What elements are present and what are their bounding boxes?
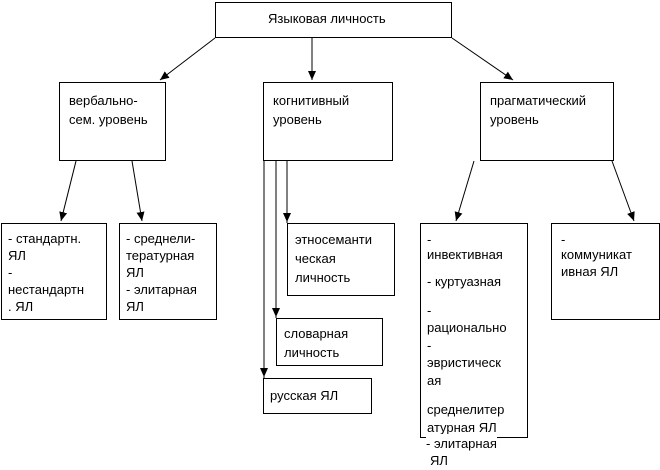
literary-types-line-1: - среднели- <box>126 231 196 246</box>
communicative-node: - коммуникат ивная ЯЛ <box>551 223 660 320</box>
lexicon-line-1: словарная <box>284 326 349 341</box>
cognitive-level-line-2: уровень <box>273 112 322 127</box>
standard-types-line-3: - <box>8 265 13 280</box>
root-label: Языковая личность <box>268 11 386 26</box>
pragmatic-types-line-12: ЯЛ <box>430 453 448 468</box>
ethnosemantic-line-1: этносеманти <box>295 232 373 247</box>
root-node: Языковая личность <box>215 2 452 38</box>
russian-line-1: русская ЯЛ <box>270 388 339 403</box>
edge-root-pragmatic <box>451 37 514 81</box>
literary-types-line-5: ЯЛ <box>126 299 144 314</box>
edge-pragmatic-types <box>454 160 475 222</box>
ethnosemantic-personality-node: этносеманти ческая личность <box>287 223 395 296</box>
russian-personality-node: русская ЯЛ <box>263 378 372 414</box>
verbal-level-line-2: сем. уровень <box>69 112 148 127</box>
lexicon-line-2: личность <box>284 345 340 360</box>
ethnosemantic-line-3: личность <box>295 270 351 285</box>
literary-types-line-4: - элитарная <box>126 282 197 297</box>
literary-types-line-2: тературная <box>126 248 195 263</box>
standard-types-line-5: . ЯЛ <box>8 299 34 314</box>
standard-types-line-2: ЯЛ <box>8 248 26 263</box>
pragmatic-level-node: прагматический уровень <box>480 82 614 161</box>
pragmatic-level-line-1: прагматический <box>490 93 587 108</box>
verbal-level-line-1: вербально- <box>69 93 138 108</box>
ethnosemantic-line-2: ческая <box>295 251 336 266</box>
pragmatic-types-line-8: ая <box>427 373 442 388</box>
pragmatic-types-node: - инвективная - куртуазная - рационально… <box>420 223 528 438</box>
pragmatic-types-line-2: инвективная <box>427 247 503 262</box>
literary-types-node: - среднели- тературная ЯЛ - элитарная ЯЛ <box>119 223 217 320</box>
pragmatic-types-line-11: - элитарная <box>426 434 497 453</box>
pragmatic-types-line-9: среднелитер <box>427 402 505 417</box>
pragmatic-types-line-7: эвристическ <box>427 355 501 370</box>
cognitive-level-node: когнитивный уровень <box>263 82 393 161</box>
edge-verbal-standard <box>59 160 77 222</box>
lexicon-personality-node: словарная личность <box>276 318 383 366</box>
literary-types-line-3: ЯЛ <box>126 265 144 280</box>
edge-pragmatic-communicative <box>611 160 635 222</box>
pragmatic-level-line-2: уровень <box>490 112 539 127</box>
pragmatic-types-line-1: - <box>427 232 432 247</box>
communicative-line-2: коммуникат <box>561 247 632 262</box>
pragmatic-types-line-4: - <box>427 303 432 318</box>
verbal-level-node: вербально- сем. уровень <box>59 82 166 161</box>
pragmatic-types-line-3: - куртуазная <box>427 274 502 289</box>
pragmatic-types-line-5: рационально <box>427 320 507 335</box>
edge-verbal-literary <box>131 160 145 222</box>
cognitive-level-line-1: когнитивный <box>273 93 350 108</box>
communicative-line-1: - <box>561 232 566 247</box>
standard-types-node: - стандартн. ЯЛ - нестандартн . ЯЛ <box>1 223 107 320</box>
communicative-line-3: ивная ЯЛ <box>561 264 619 279</box>
standard-types-line-4: нестандартн <box>8 282 85 297</box>
standard-types-line-1: - стандартн. <box>8 231 82 246</box>
edge-root-verbal <box>159 37 216 81</box>
pragmatic-types-line-10: атурная ЯЛ <box>427 420 497 435</box>
pragmatic-types-line-6: - <box>427 338 432 353</box>
